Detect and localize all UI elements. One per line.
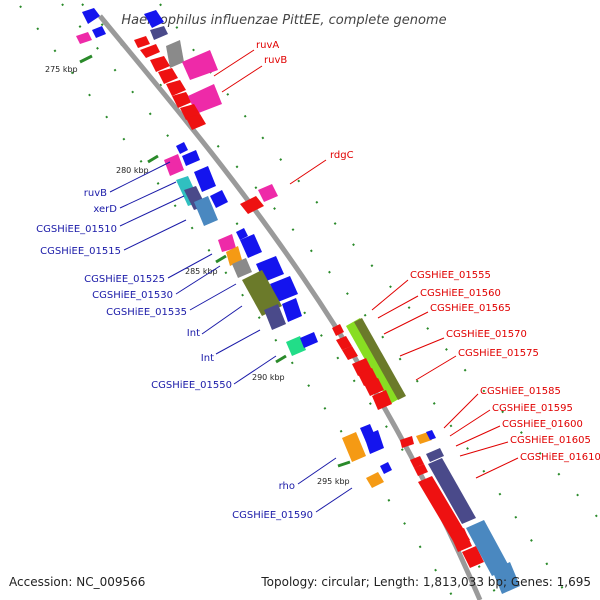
gene-label-01575: CGSHiEE_01575 — [458, 348, 539, 359]
gene-label-01530: CGSHiEE_01530 — [92, 290, 173, 301]
tick-label-290: 290 kbp — [252, 373, 285, 382]
leader-lines-left — [109, 161, 353, 513]
gene-features — [76, 8, 520, 594]
gene-label-int-2: Int — [201, 353, 214, 364]
gene-label-01555: CGSHiEE_01555 — [410, 270, 491, 281]
gene-label-01600: CGSHiEE_01600 — [502, 419, 583, 430]
accession-text: Accession: NC_009566 — [9, 575, 145, 589]
kbp-ticks — [79, 54, 351, 468]
gene-label-01525: CGSHiEE_01525 — [84, 274, 165, 285]
gene-label-01570: CGSHiEE_01570 — [446, 329, 527, 340]
gene-label-01585: CGSHiEE_01585 — [480, 386, 561, 397]
gene-label-01610: CGSHiEE_01610 — [520, 452, 600, 463]
gene-label-01535: CGSHiEE_01535 — [106, 307, 187, 318]
gene-label-rdgC: rdgC — [330, 150, 354, 161]
gene-label-01515: CGSHiEE_01515 — [40, 246, 121, 257]
tick-label-280: 280 kbp — [116, 166, 149, 175]
gene-label-01605: CGSHiEE_01605 — [510, 435, 591, 446]
gene-label-ruvA: ruvA — [256, 40, 279, 51]
gene-label-ruvB-left: ruvB — [84, 188, 107, 199]
gene-label-01550: CGSHiEE_01550 — [151, 380, 232, 391]
gc-content-ring — [19, 3, 600, 600]
gene-label-rho: rho — [279, 481, 295, 492]
gene-label-int-1: Int — [187, 328, 200, 339]
tick-label-295: 295 kbp — [317, 477, 350, 486]
gene-label-01590: CGSHiEE_01590 — [232, 510, 313, 521]
tick-label-285: 285 kbp — [185, 267, 218, 276]
gene-label-xerD: xerD — [93, 204, 117, 215]
map-title: Haemophilus influenzae PittEE, complete … — [121, 13, 446, 28]
gene-label-01560: CGSHiEE_01560 — [420, 288, 501, 299]
gene-label-01595: CGSHiEE_01595 — [492, 403, 573, 414]
gene-label-ruvB-right: ruvB — [264, 55, 287, 66]
gene-label-01510: CGSHiEE_01510 — [36, 224, 117, 235]
topology-text: Topology: circular; Length: 1,813,033 bp… — [260, 575, 591, 589]
gene-label-01565: CGSHiEE_01565 — [430, 303, 511, 314]
tick-label-275: 275 kbp — [45, 65, 78, 74]
leader-lines-right — [213, 49, 519, 479]
